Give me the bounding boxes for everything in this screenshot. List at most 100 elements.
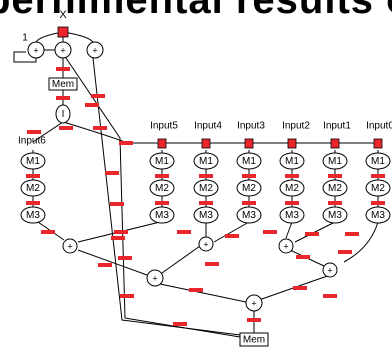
input4-m1: M1 [193, 152, 219, 170]
input0-m1-shape [365, 152, 391, 170]
register-26 [247, 318, 261, 322]
input2-m3: M3 [279, 206, 305, 224]
input6-reg-2 [26, 201, 40, 205]
nodes: +++1MemIMemM1M2M3M1M2M3M1M2M3M1M2M3M1M2M… [20, 33, 391, 347]
input3-m1-label: M1 [242, 156, 256, 167]
edge-add-c-long-delay [92, 57, 249, 337]
edge-add5-to-add6 [159, 283, 247, 303]
register-12 [120, 294, 134, 298]
edge-col0-to-add4 [343, 221, 379, 263]
add-tree-1-shape [62, 238, 78, 254]
input2-m2-shape [279, 179, 305, 197]
input1-reg-2 [328, 201, 342, 205]
edge-add2-to-add5 [161, 245, 201, 274]
input6-m1: M1 [20, 152, 46, 170]
input2-m3-shape [279, 206, 305, 224]
add-tree-4-shape [322, 262, 338, 278]
register-10 [114, 230, 128, 234]
add-tree-3-shape [278, 238, 294, 254]
input3-m2: M2 [236, 179, 262, 197]
input1-m3-label: M3 [328, 210, 342, 221]
node-i-shape [55, 104, 71, 124]
register-11 [118, 256, 132, 260]
source-input6: Input6 [18, 136, 46, 147]
register-15 [111, 236, 125, 240]
mem-bottom: Mem [239, 332, 269, 347]
input2-m1-label: M1 [285, 156, 299, 167]
input2-reg-1 [285, 174, 299, 178]
add-main: + [54, 41, 72, 59]
input3-reg-2 [242, 201, 256, 205]
source-input1: Input1 [323, 121, 351, 149]
add-branch-shape [86, 41, 104, 59]
input4-m2-shape [193, 179, 219, 197]
input4-m3-shape [193, 206, 219, 224]
input0-reg-1 [371, 174, 385, 178]
input3-m3-label: M3 [242, 210, 256, 221]
register-19 [305, 232, 319, 236]
pipeline-registers [26, 67, 385, 326]
input2-label: Input2 [282, 121, 310, 132]
register-14 [98, 263, 112, 267]
add-branch-label: + [92, 46, 97, 56]
input3-label: Input3 [237, 121, 265, 132]
node-i-label: I [62, 109, 65, 120]
add-accumulator-shape [27, 41, 45, 59]
input6-m2: M2 [20, 179, 46, 197]
input3-m3: M3 [236, 206, 262, 224]
add-tree-5-shape [146, 269, 164, 287]
edge-i-to-input6 [32, 121, 64, 143]
mem-top: Mem [48, 77, 78, 91]
input0-square [373, 138, 383, 149]
add-main-shape [54, 41, 72, 59]
register-25 [293, 286, 307, 290]
input0-m2-label: M2 [371, 183, 385, 194]
input5-m3-label: M3 [155, 210, 169, 221]
input1-m2-shape [322, 179, 348, 197]
input5-m3-shape [149, 206, 175, 224]
input6-reg-1 [26, 174, 40, 178]
add-accumulator: + [27, 41, 45, 59]
input0-m2-shape [365, 179, 391, 197]
add-tree-3-label: + [283, 242, 288, 252]
input6-m1-label: M1 [26, 156, 40, 167]
register-28 [41, 230, 55, 234]
source-input2: Input2 [282, 121, 310, 149]
input2-reg-2 [285, 201, 299, 205]
input3-m1-shape [236, 152, 262, 170]
input5-label: Input5 [150, 121, 178, 132]
input5-m3: M3 [149, 206, 175, 224]
input2-m3-label: M3 [285, 210, 299, 221]
mem-top-shape [48, 77, 78, 91]
register-5 [27, 130, 41, 134]
register-21 [205, 262, 219, 266]
input2-m2-label: M2 [285, 183, 299, 194]
input6-m2-shape [20, 179, 46, 197]
input2-m1-shape [279, 152, 305, 170]
edge-i-to-bus [62, 121, 158, 144]
register-13 [173, 322, 187, 326]
register-6 [93, 126, 107, 130]
input1-reg-1 [328, 174, 342, 178]
register-2 [56, 96, 70, 100]
source-x-square [57, 26, 69, 38]
input6-label: Input6 [18, 136, 46, 147]
register-4 [59, 126, 73, 130]
input3-m1: M1 [236, 152, 262, 170]
input3-reg-1 [242, 174, 256, 178]
register-29 [338, 250, 352, 254]
add-tree-4: + [322, 262, 338, 278]
cropped-heading: pernimental results on lorge cyo [0, 0, 392, 24]
source-x: X [57, 9, 69, 38]
input3-m2-shape [236, 179, 262, 197]
input3-square [244, 138, 254, 149]
input1-m2-label: M2 [328, 183, 342, 194]
input1-m1: M1 [322, 152, 348, 170]
input0-m3-shape [365, 206, 391, 224]
input4-reg-2 [199, 201, 213, 205]
add-tree-3: + [278, 238, 294, 254]
add-tree-5-label: + [152, 274, 157, 284]
input5-m1-shape [149, 152, 175, 170]
input6-m3: M3 [20, 206, 46, 224]
